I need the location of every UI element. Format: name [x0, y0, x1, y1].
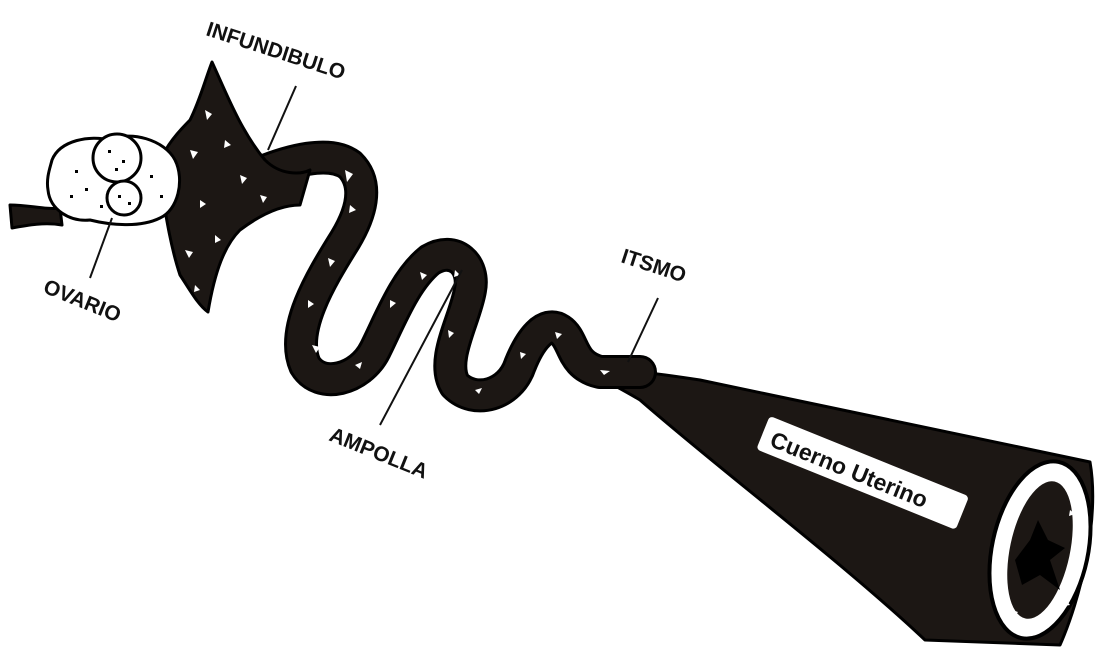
infundibulum — [159, 62, 310, 312]
leader-infundibulo — [268, 86, 296, 150]
label-itsmo: ITSMO — [618, 245, 688, 287]
label-ampolla: AMPOLLA — [326, 423, 431, 483]
ovary — [10, 134, 180, 228]
label-ovario: OVARIO — [40, 275, 124, 327]
ovary-follicle — [107, 181, 141, 215]
uterine-horn — [590, 370, 1096, 648]
leader-ovario — [90, 218, 112, 278]
leader-itsmo — [628, 298, 658, 362]
label-infundibulo: INFUNDIBULO — [203, 18, 348, 85]
oviduct-tube — [255, 158, 640, 396]
ovary-follicle — [93, 134, 141, 182]
